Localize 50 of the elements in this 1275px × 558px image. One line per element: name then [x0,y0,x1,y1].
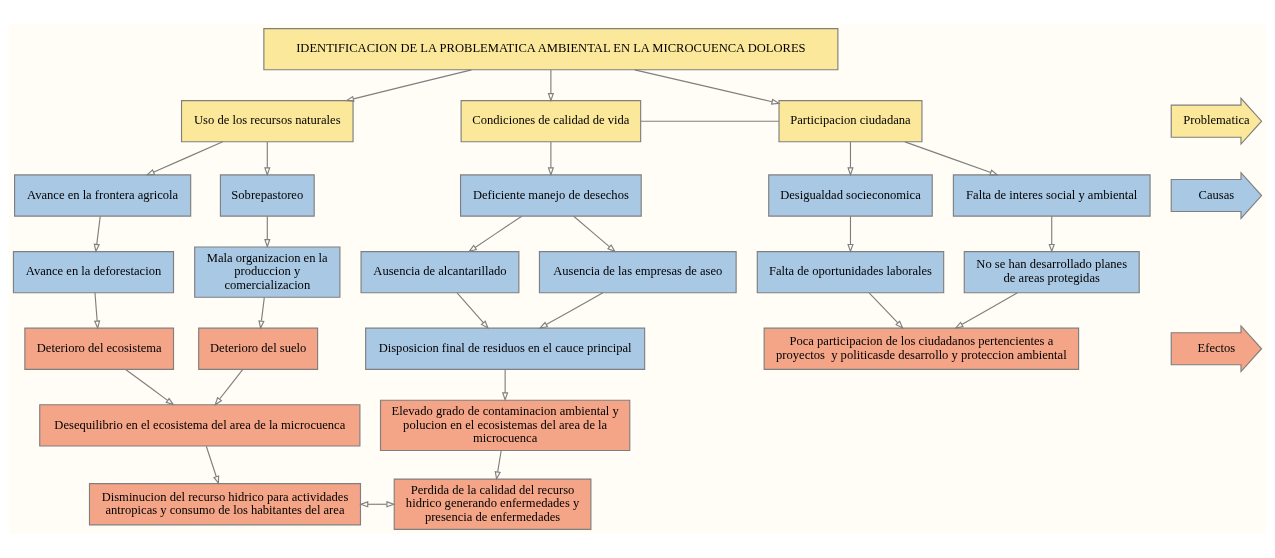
node-box: Falta de oportunidades laborales [756,251,945,294]
arrow [258,297,265,330]
node-box: Desigualdad socieconomica [768,174,933,217]
arrow [145,141,224,176]
node-box: Condiciones de calidad de vida [460,100,642,143]
node-box: Disposicion final de residuos en el cauce principal [365,327,646,370]
node-box: Falta de interes social y ambiental [952,174,1151,217]
arrow [93,292,101,330]
arrow [467,215,523,253]
node-box: Disminucion del recurso hidrico para actividades antropicas y consumo de los habitantes del area [88,483,362,526]
arrow [264,215,271,249]
arrow [456,292,490,330]
arrow [904,141,999,176]
arrow [847,215,854,254]
node-box: Avance en la frontera agricola [14,174,192,217]
arrow [214,368,244,406]
node-box: Elevado grado de contaminacion ambiental y polucion en el ecosistemas del area de la microcuenca [379,399,631,452]
arrow [344,69,473,102]
arrow [359,501,396,508]
connector [640,120,780,122]
node-box: Participacion ciudadana [778,100,923,143]
node-box: Uso de los recursos naturales [180,100,354,143]
arrow [205,445,220,485]
arrow [125,368,175,406]
arrow [264,141,271,177]
node-box: Sobrepastoreo [219,174,315,217]
node-box: Desequilibrio en el ecosistema del area de la microcuenca [39,404,361,447]
arrow [1048,215,1055,254]
arrow [573,215,617,253]
arrow [634,69,781,105]
arrow [547,69,555,103]
node-box: Avance en la deforestacion [12,251,175,294]
arrow [868,292,904,330]
arrow [547,141,555,177]
arrow [501,368,509,402]
arrow [538,292,604,329]
node-box: Perdida de la calidad del recurso hidrico generando enfermedades y presencia de enfermedades [393,478,592,530]
node-box: Mala organizacion en la produccion y comercializacion [194,246,341,298]
arrow [494,450,502,481]
node-box: Deterioro del suelo [198,327,319,370]
node-box: Deterioro del ecosistema [24,327,175,370]
arrow [847,141,854,177]
node-box: Ausencia de alcantarillado [360,251,520,294]
arrow [93,215,101,254]
node-box: Ausencia de las empresas de aseo [538,251,737,294]
node-box: Deficiente manejo de desechos [459,174,642,217]
node-box: Poca participacion de los ciudadanos pertencientes a proyectos y politicasde desarrollo y proteccion ambiental [763,327,1080,370]
node-box: No se han desarrollado planes de areas protegidas [963,251,1140,294]
arrow [954,292,1019,329]
node-box: IDENTIFICACION DE LA PROBLEMATICA AMBIENTAL EN LA MICROCUENCA DOLORES [263,28,839,71]
